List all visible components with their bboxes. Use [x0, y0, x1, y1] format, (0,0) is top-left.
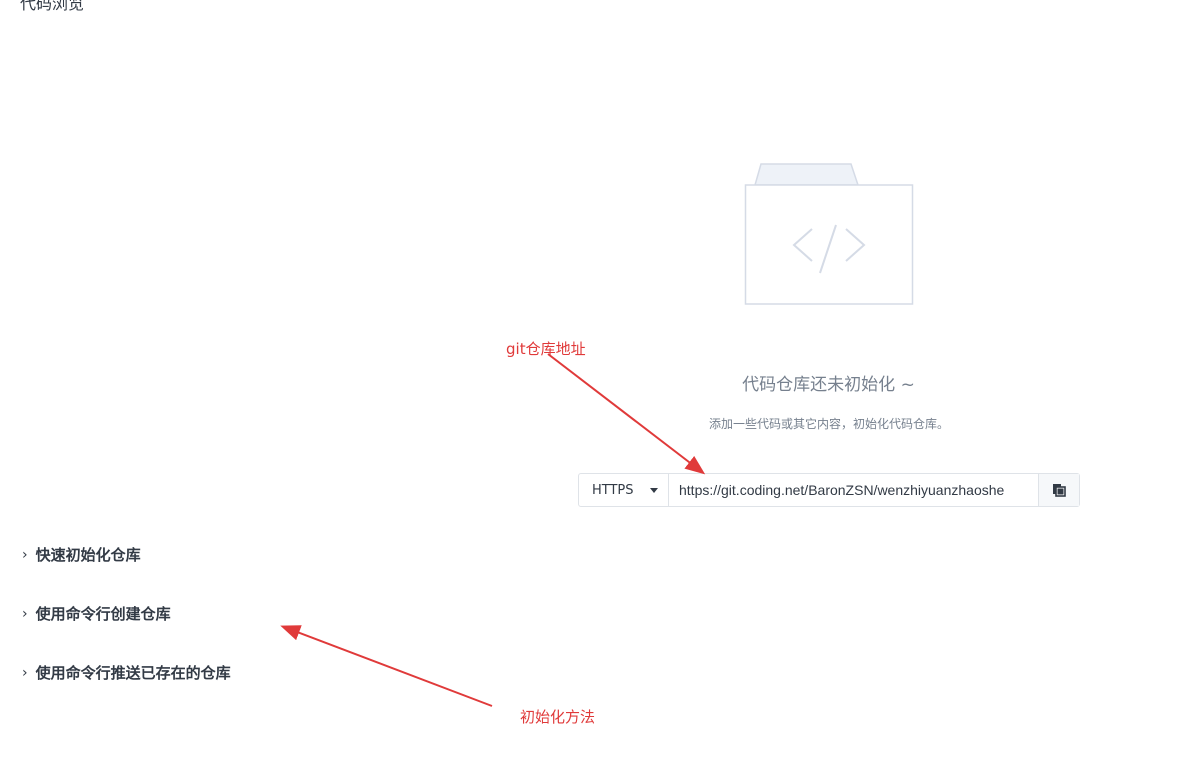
section-quick-init[interactable]: › 快速初始化仓库	[22, 544, 141, 565]
empty-state-title: 代码仓库还未初始化 ~	[742, 375, 915, 395]
annotation-arrow-init-method	[280, 625, 493, 707]
clone-url-input[interactable]	[669, 474, 1038, 506]
protocol-select[interactable]: HTTPS	[579, 474, 669, 506]
chevron-right-icon: ›	[22, 605, 28, 622]
code-folder-icon	[744, 163, 914, 305]
copy-button[interactable]	[1038, 474, 1079, 506]
chevron-right-icon: ›	[22, 664, 28, 681]
page-title: 代码浏览	[20, 0, 85, 13]
chevron-right-icon: ›	[22, 546, 28, 563]
protocol-label: HTTPS	[592, 482, 634, 498]
empty-state-description: 添加一些代码或其它内容，初始化代码仓库。	[708, 417, 949, 431]
section-label: 使用命令行创建仓库	[35, 605, 171, 623]
section-label: 使用命令行推送已存在的仓库	[35, 664, 231, 682]
section-label: 快速初始化仓库	[35, 546, 141, 564]
section-cli-push-existing[interactable]: › 使用命令行推送已存在的仓库	[22, 662, 231, 683]
section-cli-create[interactable]: › 使用命令行创建仓库	[22, 603, 171, 624]
clone-url-bar: HTTPS	[578, 473, 1080, 507]
annotation-init-method: 初始化方法	[520, 708, 596, 726]
copy-icon	[1053, 484, 1066, 497]
caret-down-icon	[649, 487, 658, 493]
annotation-repo-address: git仓库地址	[506, 340, 586, 358]
